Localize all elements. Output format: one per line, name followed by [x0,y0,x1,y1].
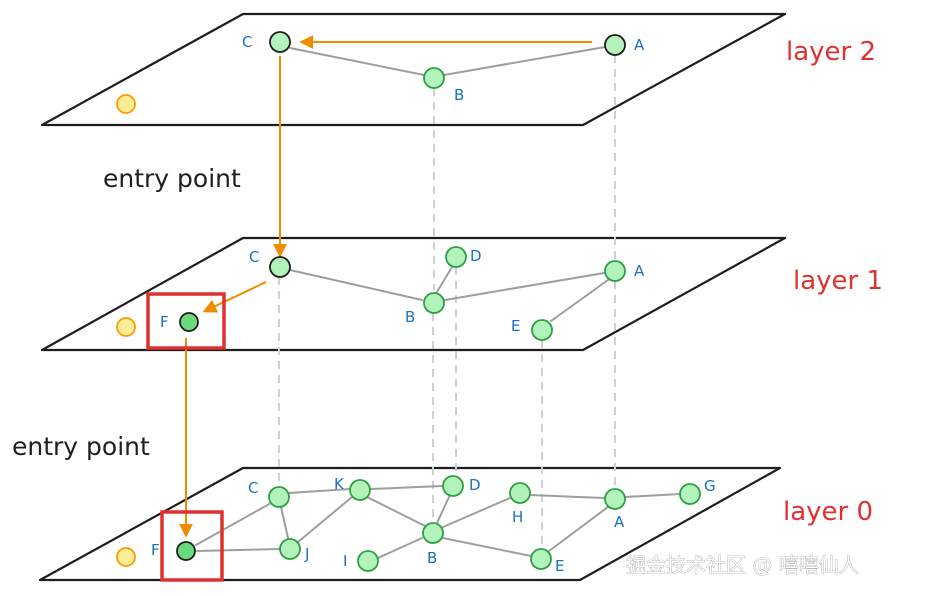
edge-l1-e-a [550,279,609,322]
edge-l0-h-a [529,494,605,499]
entry-point-label-bottom: entry point [12,432,150,461]
node-l1-f [179,312,199,332]
label-l0-g: G [704,477,716,495]
edge-l0-b-e [442,537,532,557]
layer-2-edges [289,46,606,76]
edge-l0-e-a [548,506,609,552]
label-l2-c: C [242,33,252,51]
entry-marker-layer-0 [116,547,136,567]
node-l0-c [268,486,290,508]
edge-l1-c-b [289,269,423,301]
layer-0-plane [38,466,782,582]
arrow-l1-c-to-f [202,281,267,313]
node-l0-d [442,475,464,497]
highlight-box-layer-0-f [160,510,224,582]
entry-marker-layer-1 [116,317,136,337]
node-labels: C A B C D A B F E C K D G H A F J I B E [151,33,716,575]
edge-l0-f-c [195,502,272,546]
node-l0-k [349,479,371,501]
node-l1-b [423,292,445,314]
label-l2-b: B [454,86,464,104]
edge-l2-c-b [289,47,425,76]
edge-l0-a-g [624,493,681,498]
label-l1-f: F [160,313,169,331]
label-l1-e: E [511,317,520,335]
label-l0-k: K [334,475,345,493]
label-l0-d: D [469,476,481,494]
label-l0-i: I [343,552,347,570]
node-l0-b [422,522,444,544]
label-l0-c: C [248,479,258,497]
watermark: 掘金技术社区 @ 嘻嘻仙人 [626,553,859,577]
node-l0-j [279,538,301,560]
edge-l1-b-a [444,272,605,301]
layer-2-label: layer 2 [786,37,876,67]
layer-1-label: layer 1 [793,266,883,296]
edge-l0-k-b [366,496,426,527]
label-l0-j: J [304,545,309,563]
entry-point-label-top: entry point [103,164,241,193]
node-l1-c [269,256,291,278]
node-l1-a [604,260,626,282]
edge-l1-b-d [436,266,453,293]
label-l0-e: E [555,557,564,575]
label-l0-f: F [151,541,160,559]
node-l0-f [176,541,196,561]
edge-l0-d-b [436,496,450,524]
node-l0-g [679,483,701,505]
search-path [179,35,592,538]
node-l0-e [530,548,552,570]
edge-l0-c-j [280,506,289,539]
node-l2-b [423,67,445,89]
layer-0-label: layer 0 [783,497,873,527]
label-l1-a: A [634,262,645,280]
edge-l0-i-b [377,537,423,559]
layer-0-edges [195,485,681,559]
label-l0-a: A [614,513,625,531]
label-l1-d: D [470,247,482,265]
layer-1-edges [289,266,609,322]
edge-l0-f-j [196,548,281,552]
edge-l0-k-d [370,485,443,490]
label-l0-h: H [512,508,523,526]
node-l0-i [357,550,379,572]
layer-2-plane [40,12,787,127]
edge-l0-b-h [442,497,511,528]
node-l0-a [604,488,626,510]
node-l0-h [509,482,531,504]
edge-l0-c-k [288,488,351,494]
label-l1-c: C [249,248,259,266]
node-l1-d [445,246,467,268]
label-l0-b: B [427,549,437,567]
vertical-links [278,55,616,549]
node-l2-c [269,31,291,53]
edge-l2-b-a [443,46,606,76]
highlight-box-layer-1-f [146,292,226,350]
entry-marker-layer-2 [116,94,136,114]
label-l2-a: A [634,36,645,54]
edge-l0-k-j [297,496,353,543]
node-l2-a [604,34,626,56]
node-l1-e [531,319,553,341]
label-l1-b: B [405,308,415,326]
layer-1-plane [40,236,787,352]
